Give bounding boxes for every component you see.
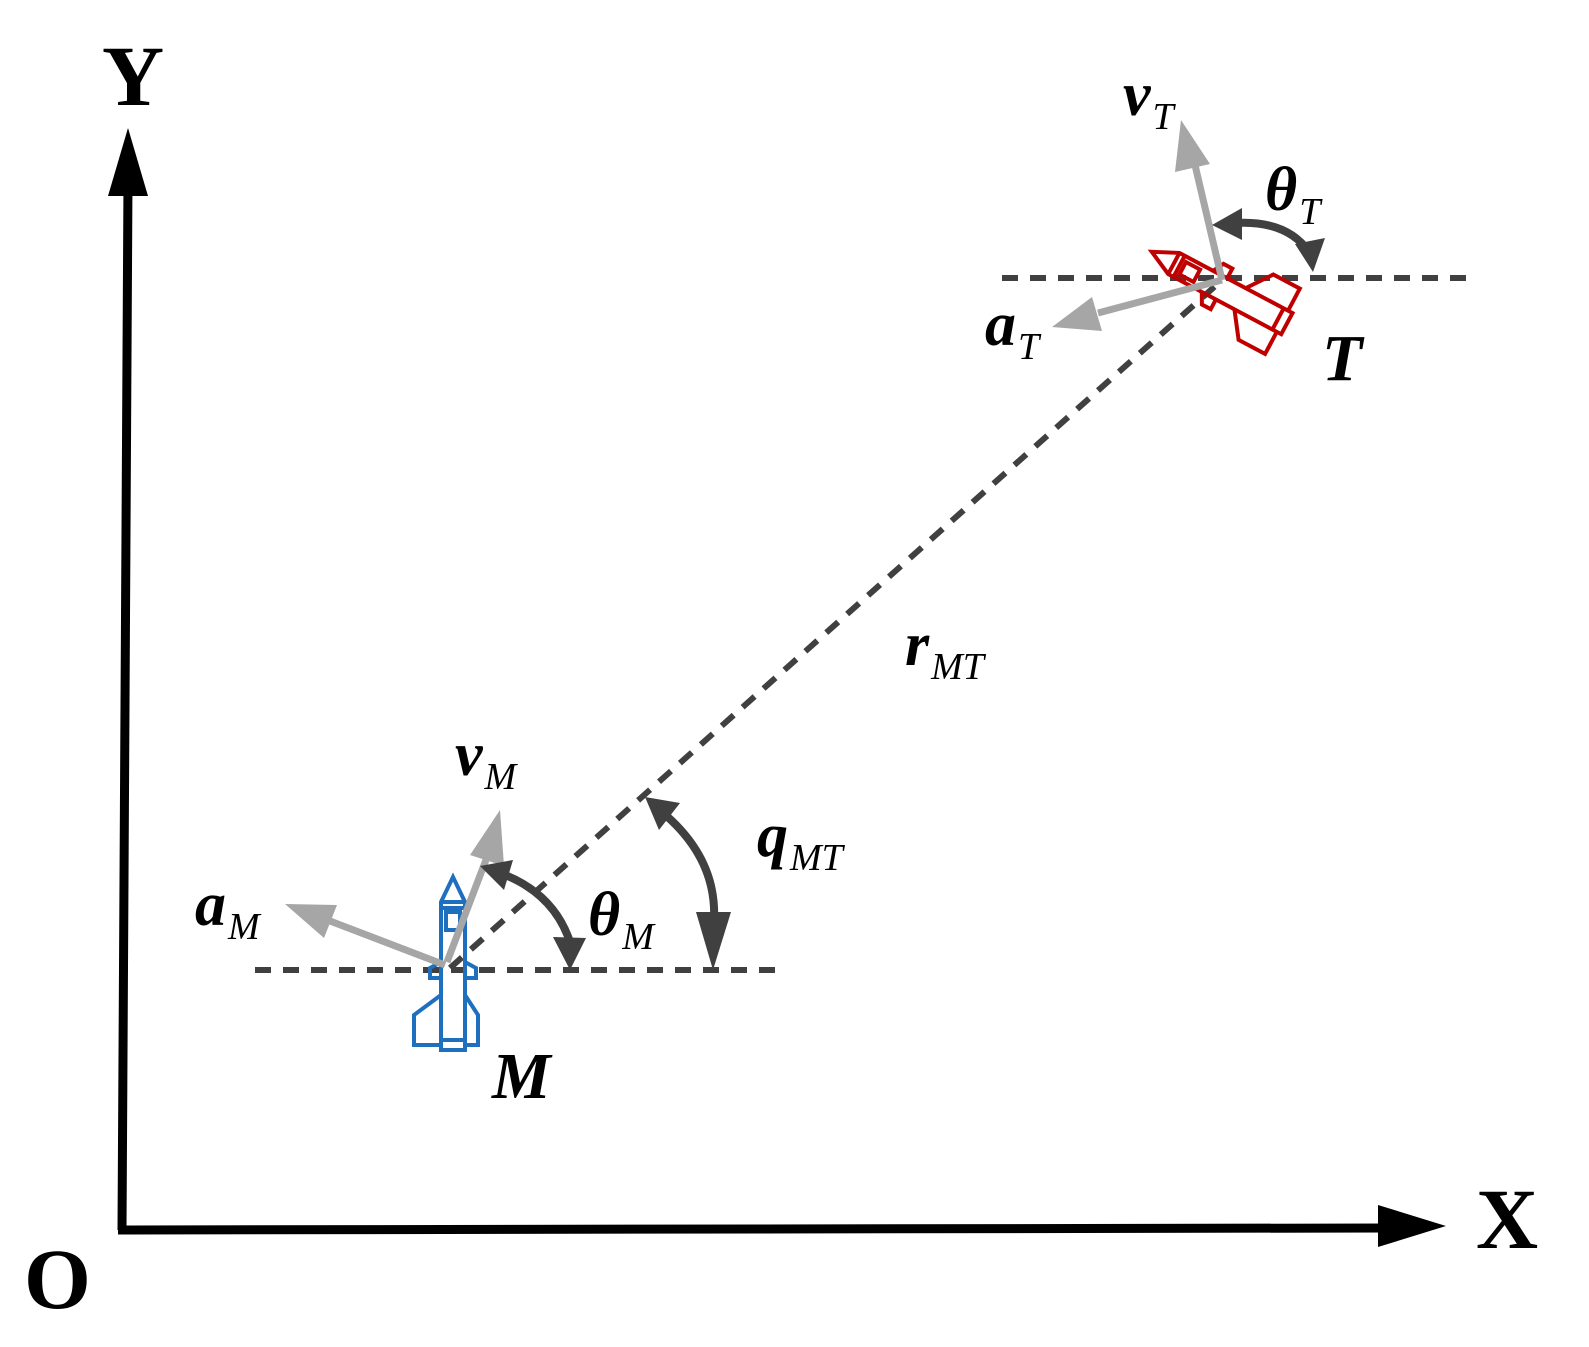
y-axis-arrowhead <box>108 128 148 196</box>
target-icon <box>1147 249 1303 357</box>
origin-label: O <box>24 1231 91 1327</box>
target-velocity-arrowhead <box>1175 120 1210 172</box>
x-axis <box>117 1223 1391 1235</box>
q-mt-arrowhead-start <box>645 797 680 830</box>
q-mt-arc <box>659 808 719 921</box>
reference-lines <box>255 275 1468 973</box>
q-mt-arrowhead-end <box>696 912 731 970</box>
target-vectors <box>1052 120 1226 331</box>
x-axis-arrowhead <box>1378 1205 1446 1247</box>
theta-m-arc <box>498 869 575 947</box>
missile-velocity-vector <box>443 850 493 964</box>
y-axis-label: Y <box>102 28 164 124</box>
a-t-label: aT <box>985 291 1042 368</box>
theta-t-arrowhead-start <box>1212 208 1242 240</box>
axes <box>108 128 1446 1247</box>
v-t-label: vT <box>1123 61 1177 138</box>
y-axis <box>117 179 133 1231</box>
line-of-sight <box>448 277 1224 971</box>
q-mt-label: qMT <box>757 802 846 879</box>
angle-arcs <box>498 218 1313 947</box>
x-axis-label: X <box>1476 1171 1538 1267</box>
angle-arrowheads <box>480 208 1325 970</box>
target-velocity-vector <box>1191 164 1226 281</box>
target-point-label: T <box>1322 322 1365 395</box>
missile-point-label: M <box>491 1040 553 1113</box>
theta-t-arrowhead-end <box>1295 238 1325 272</box>
missile-acceleration-arrowhead <box>285 904 337 938</box>
theta-m-label: θM <box>588 881 656 958</box>
target-acceleration-vector <box>1097 276 1223 317</box>
theta-m-arrowhead-end <box>553 937 586 970</box>
missile-acceleration-vector <box>328 917 447 969</box>
r-mt-label: rMT <box>905 611 987 688</box>
target-acceleration-arrowhead <box>1052 297 1102 331</box>
v-m-label: vM <box>455 721 519 798</box>
missile-vectors <box>285 810 504 969</box>
a-m-label: aM <box>195 871 262 948</box>
theta-t-label: θT <box>1265 156 1323 233</box>
missile-velocity-arrowhead <box>470 810 504 866</box>
theta-m-arrowhead-start <box>480 860 513 890</box>
